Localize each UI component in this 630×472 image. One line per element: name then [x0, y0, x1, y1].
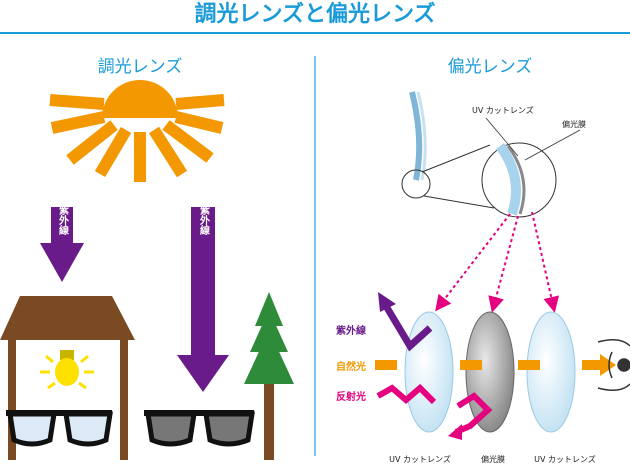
tinted-glasses-icon — [144, 410, 255, 447]
legend-natural-light: 自然光 — [336, 360, 366, 373]
dotted-magnify-arrows — [435, 211, 560, 313]
callout-polarizing-film: 偏光膜 — [562, 119, 586, 129]
caption-uv-cut-lens-1: UV カットレンズ — [389, 454, 451, 464]
uv-arrow-right — [177, 207, 229, 392]
page-title: 調光レンズと偏光レンズ — [194, 2, 436, 27]
caption-uv-cut-lens-2: UV カットレンズ — [534, 454, 596, 464]
tree-icon — [244, 292, 294, 460]
callout-uv-cut-lens: UV カットレンズ — [472, 105, 534, 115]
eye-icon — [597, 339, 630, 391]
left-heading: 調光レンズ — [97, 57, 183, 77]
title-underline — [0, 32, 630, 34]
legend-reflected-light: 反射光 — [336, 390, 366, 403]
lens-cross-section — [401, 91, 581, 218]
uv-label-left: 紫外線 — [57, 204, 70, 236]
legend-uv: 紫外線 — [336, 324, 366, 337]
uv-arrow-left — [40, 207, 84, 282]
house-shelter — [0, 296, 135, 460]
uv-reflect-arrow — [378, 292, 433, 352]
reflected-light-arrow — [376, 383, 493, 440]
uv-cut-lens-back — [526, 311, 576, 433]
polarizing-film-lens — [465, 311, 515, 433]
caption-polarizing-film: 偏光膜 — [481, 454, 505, 464]
right-heading: 偏光レンズ — [447, 57, 533, 77]
center-divider — [314, 56, 316, 456]
clear-glasses-icon — [6, 410, 113, 447]
natural-light-arrow — [375, 354, 616, 376]
light-bulb-icon — [40, 350, 94, 390]
sun-icon — [49, 80, 225, 182]
uv-label-right: 紫外線 — [198, 204, 211, 236]
